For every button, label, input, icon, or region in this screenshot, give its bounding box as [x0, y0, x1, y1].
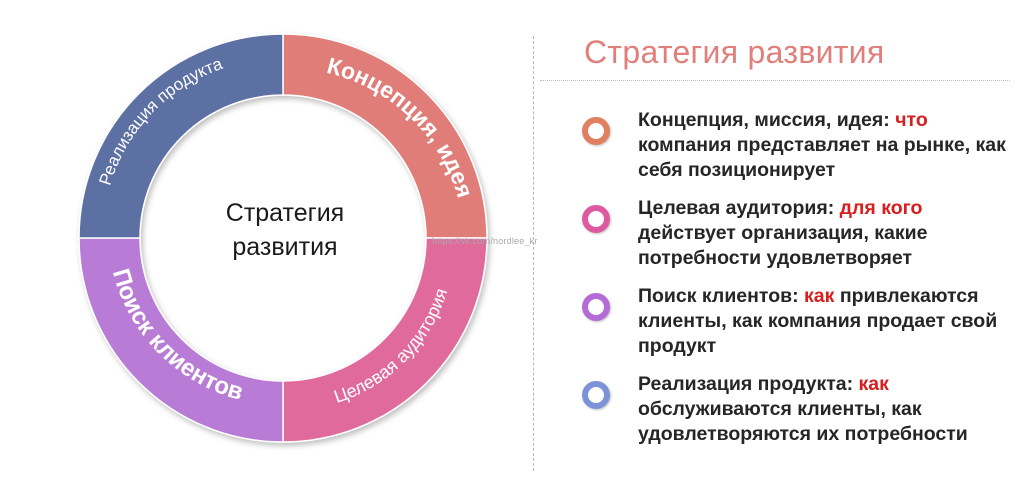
bullet-lead: Реализация продукта: — [638, 373, 859, 395]
bullet-lead: Концепция, миссия, идея: — [638, 109, 896, 131]
bullet-rest: действует организация, какие потребности… — [638, 222, 928, 269]
header-underline — [540, 80, 1010, 81]
bullet-highlight: что — [895, 109, 928, 131]
center-title-line1: Стратегия — [225, 199, 345, 227]
ring-segment-clients — [78, 237, 284, 443]
bullet-item-audience: Целевая аудитория: для кого действует ор… — [578, 196, 1018, 271]
bullet-list: Концепция, миссия, идея: что компания пр… — [578, 108, 1018, 460]
bullet-text: Поиск клиентов: как привлекаются клиенты… — [638, 284, 1018, 359]
ring-bullet-icon — [582, 381, 610, 409]
bullet-text: Концепция, миссия, идея: что компания пр… — [638, 108, 1018, 183]
center-title: Стратегия развития — [180, 196, 390, 264]
bullet-highlight: как — [858, 373, 889, 395]
ring-bullet-icon — [582, 293, 610, 321]
bullet-lead: Поиск клиентов: — [638, 285, 805, 307]
bullet-item-clients: Поиск клиентов: как привлекаются клиенты… — [578, 284, 1018, 359]
bullet-rest: обслуживаются клиенты, как удовлетворяют… — [638, 398, 968, 445]
header-title: Стратегия развития — [584, 34, 885, 70]
bullet-item-product: Реализация продукта: как обслуживаются к… — [578, 372, 1018, 447]
ring-bullet-icon — [582, 117, 610, 145]
bullet-highlight: для кого — [839, 197, 923, 219]
ring-segment-product — [78, 33, 284, 239]
center-title-line2: развития — [232, 233, 338, 261]
bullet-text: Целевая аудитория: для кого действует ор… — [638, 196, 1018, 271]
bullet-lead: Целевая аудитория: — [638, 197, 840, 219]
bullet-text: Реализация продукта: как обслуживаются к… — [638, 372, 1018, 447]
bullet-item-concept: Концепция, миссия, идея: что компания пр… — [578, 108, 1018, 183]
watermark-url: https://vk.com/nordlee_kr — [432, 236, 538, 246]
ring-segment-audience — [282, 237, 488, 443]
ring-bullet-icon — [582, 205, 610, 233]
dashed-divider — [533, 36, 534, 471]
bullet-rest: компания представляет на рынке, как себя… — [638, 134, 1006, 181]
bullet-highlight: как — [804, 285, 835, 307]
bullet-rest: привлекаются клиенты, как компания прода… — [638, 285, 998, 357]
